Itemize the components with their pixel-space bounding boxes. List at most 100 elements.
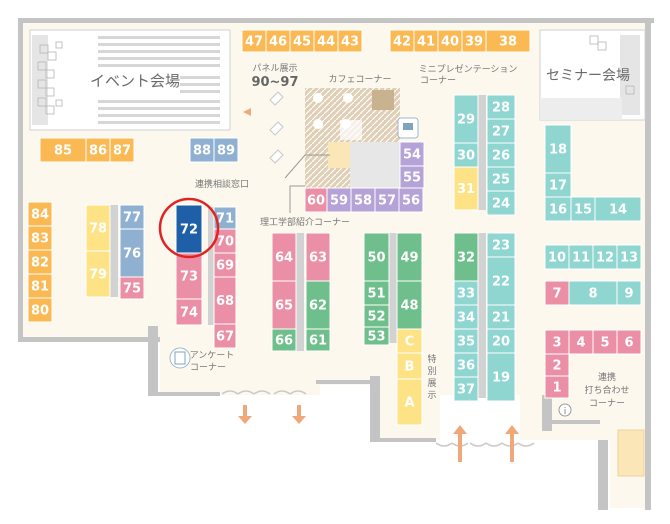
booth-82[interactable]: 82 (27, 249, 53, 275)
booth-53[interactable]: 53 (363, 326, 390, 346)
booth-30[interactable]: 30 (453, 142, 479, 168)
booth-39[interactable]: 39 (461, 29, 487, 53)
booth-76[interactable]: 76 (119, 228, 145, 278)
booth-A[interactable]: A (396, 378, 423, 426)
booth-54[interactable]: 54 (399, 141, 425, 167)
booth-56[interactable]: 56 (398, 187, 424, 213)
booth-55[interactable]: 55 (399, 165, 425, 189)
booth-62[interactable]: 62 (305, 280, 331, 330)
booth-29[interactable]: 29 (453, 94, 479, 144)
booth-43[interactable]: 43 (337, 29, 363, 53)
booth-25[interactable]: 25 (486, 166, 516, 192)
booth-5[interactable]: 5 (592, 329, 618, 355)
rikou-label[interactable]: 理工学部紹介コーナー (260, 216, 350, 228)
booth-48[interactable]: 48 (396, 280, 423, 330)
booth-36[interactable]: 36 (453, 352, 479, 378)
booth-28[interactable]: 28 (486, 94, 516, 120)
booth-58[interactable]: 58 (350, 187, 376, 213)
booth-2[interactable]: 2 (544, 353, 570, 377)
booth-45[interactable]: 45 (289, 29, 315, 53)
booth-42[interactable]: 42 (389, 29, 415, 53)
booth-89[interactable]: 89 (213, 137, 239, 163)
booth-3[interactable]: 3 (544, 329, 570, 355)
booth-32[interactable]: 32 (453, 232, 479, 282)
booth-50[interactable]: 50 (363, 232, 390, 282)
booth-18[interactable]: 18 (544, 124, 572, 174)
booth-17[interactable]: 17 (544, 172, 572, 198)
booth-22[interactable]: 22 (486, 256, 516, 306)
booth-40[interactable]: 40 (437, 29, 463, 53)
booth-51[interactable]: 51 (363, 280, 390, 306)
booth-46[interactable]: 46 (265, 29, 291, 53)
booth-77[interactable]: 77 (119, 204, 145, 230)
booth-81[interactable]: 81 (27, 273, 53, 299)
booth-72[interactable]: 72 (175, 204, 203, 254)
booth-74[interactable]: 74 (175, 298, 203, 326)
booth-21[interactable]: 21 (486, 304, 516, 330)
booth-60[interactable]: 60 (304, 187, 328, 213)
booth-75[interactable]: 75 (119, 276, 145, 300)
booth-66[interactable]: 66 (271, 328, 297, 352)
booth-70[interactable]: 70 (213, 228, 237, 254)
booth-8[interactable]: 8 (568, 280, 618, 306)
consult-label[interactable]: 連携相談窓口 (195, 178, 249, 190)
booth-6[interactable]: 6 (616, 329, 642, 355)
booth-15[interactable]: 15 (570, 196, 596, 222)
booth-38[interactable]: 38 (485, 29, 531, 53)
booth-4[interactable]: 4 (568, 329, 594, 355)
booth-24[interactable]: 24 (486, 190, 516, 216)
booth-78[interactable]: 78 (85, 204, 111, 252)
booth-13[interactable]: 13 (616, 244, 642, 270)
event-hall[interactable]: イベント会場 (29, 29, 231, 131)
booth-B[interactable]: B (396, 352, 423, 380)
survey-corner[interactable]: アンケート コーナー (169, 347, 234, 373)
seminar-hall[interactable]: セミナー会場 (539, 29, 646, 121)
booth-47[interactable]: 47 (241, 29, 267, 53)
booth-9[interactable]: 9 (616, 280, 642, 306)
booth-63[interactable]: 63 (305, 232, 331, 282)
booth-57[interactable]: 57 (374, 187, 400, 213)
booth-7[interactable]: 7 (544, 280, 570, 306)
booth-69[interactable]: 69 (213, 252, 237, 278)
booth-10[interactable]: 10 (544, 244, 570, 270)
booth-34[interactable]: 34 (453, 304, 479, 330)
booth-88[interactable]: 88 (189, 137, 215, 163)
booth-35[interactable]: 35 (453, 328, 479, 354)
booth-16[interactable]: 16 (544, 196, 572, 222)
booth-C[interactable]: C (396, 328, 423, 354)
booth-33[interactable]: 33 (453, 280, 479, 306)
booth-26[interactable]: 26 (486, 142, 516, 168)
cafe-corner[interactable]: カフェコーナー (305, 74, 400, 188)
booth-73[interactable]: 73 (175, 252, 203, 300)
booth-59[interactable]: 59 (326, 187, 352, 213)
booth-85[interactable]: 85 (39, 137, 87, 163)
booth-52[interactable]: 52 (363, 304, 390, 328)
booth-12[interactable]: 12 (592, 244, 618, 270)
booth-49[interactable]: 49 (396, 232, 423, 282)
booth-86[interactable]: 86 (85, 137, 111, 163)
booth-27[interactable]: 27 (486, 118, 516, 144)
booth-61[interactable]: 61 (305, 328, 331, 352)
booth-31[interactable]: 31 (453, 166, 479, 211)
mini-presentation-corner[interactable]: ミニプレゼンテーション コーナー (397, 63, 517, 139)
booth-68[interactable]: 68 (213, 276, 237, 325)
booth-1[interactable]: 1 (544, 375, 570, 399)
booth-79[interactable]: 79 (85, 250, 111, 298)
booth-41[interactable]: 41 (413, 29, 439, 53)
booth-67[interactable]: 67 (213, 323, 237, 349)
booth-84[interactable]: 84 (27, 201, 53, 227)
meeting-corner[interactable]: 連携 打ち合わせ コーナー i (558, 371, 645, 477)
booth-44[interactable]: 44 (313, 29, 339, 53)
booth-19[interactable]: 19 (486, 352, 516, 402)
booth-64[interactable]: 64 (271, 232, 297, 282)
booth-80[interactable]: 80 (27, 297, 53, 323)
booth-87[interactable]: 87 (109, 137, 135, 163)
booth-14[interactable]: 14 (594, 196, 642, 222)
booth-65[interactable]: 65 (271, 280, 297, 330)
panel-display[interactable]: パネル展示 90~97 (243, 63, 299, 164)
booth-37[interactable]: 37 (453, 376, 479, 402)
booth-11[interactable]: 11 (568, 244, 594, 270)
booth-20[interactable]: 20 (486, 328, 516, 354)
booth-83[interactable]: 83 (27, 225, 53, 251)
booth-23[interactable]: 23 (486, 232, 516, 258)
